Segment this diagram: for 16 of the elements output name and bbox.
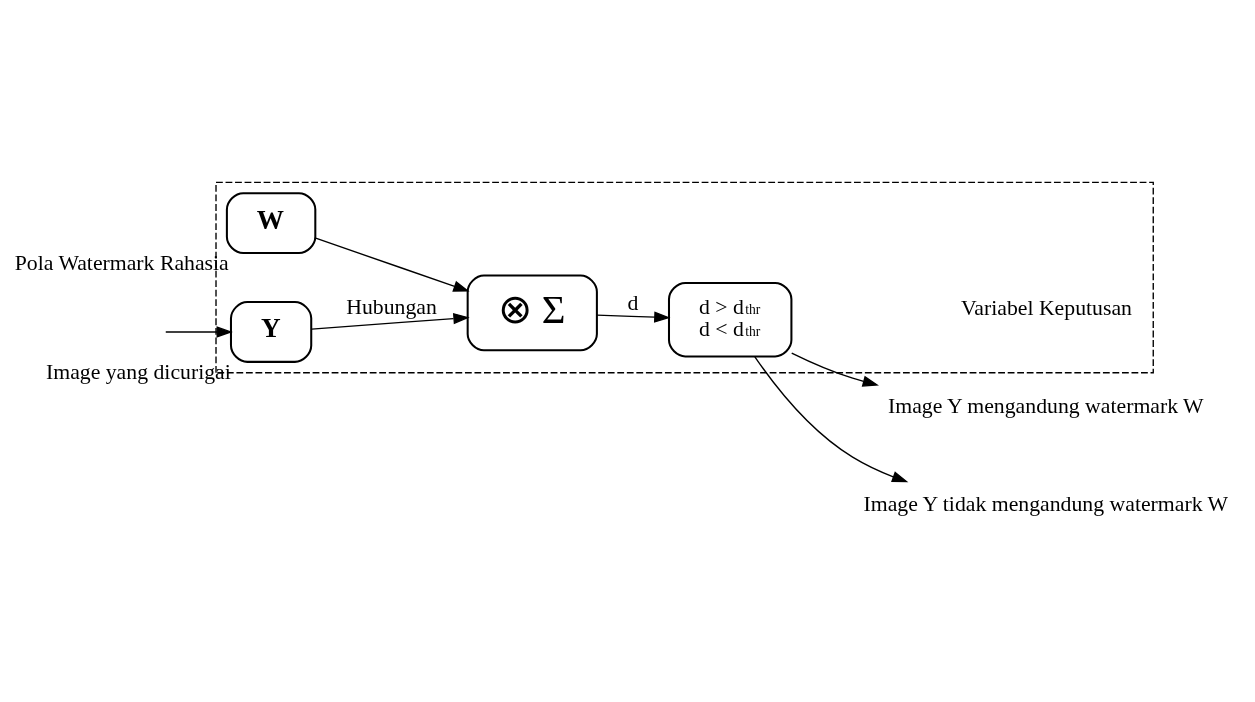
node-box: ⊗ Σ [466, 274, 598, 352]
arrow [315, 237, 470, 292]
label: Variabel Keputusan [961, 296, 1132, 321]
node-box: Y [229, 301, 313, 363]
arrow [791, 352, 879, 387]
node-box: W [225, 192, 317, 255]
edge-label: d [627, 290, 639, 315]
arrow [596, 311, 671, 323]
node-text: Image Y mengandung watermark W [888, 394, 1204, 419]
node-text: Image Y tidak mengandung watermark W [863, 492, 1229, 517]
arrow [311, 312, 470, 330]
node-label: Image yang dicurigai [45, 360, 231, 385]
edge-label: Hubungan [346, 295, 437, 319]
node-box: d > dthr d < dthr [667, 281, 793, 358]
arrow [754, 356, 909, 483]
arrow [165, 326, 233, 338]
